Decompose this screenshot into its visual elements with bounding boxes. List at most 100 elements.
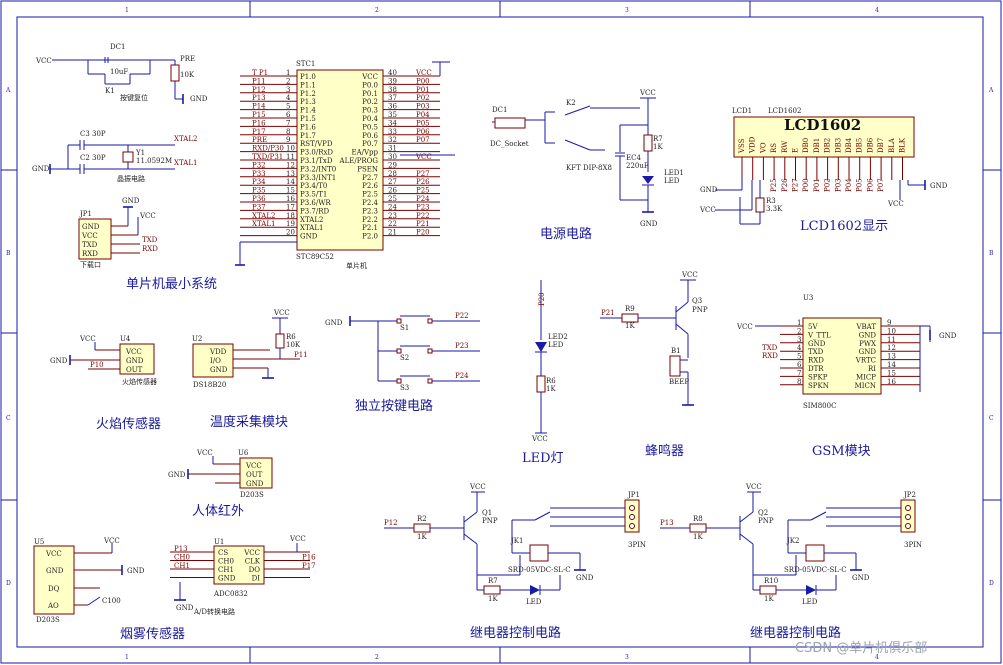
lcd-pin-name: DB6	[866, 137, 874, 153]
mcu-net-label: P13	[252, 94, 266, 102]
mcu-net-label: T P1	[252, 69, 268, 77]
lcd-pin-name: DB3	[834, 138, 842, 153]
key-net: P24	[455, 372, 469, 380]
relay-label: R2	[417, 515, 427, 523]
gsm-pin-number: 16	[887, 378, 896, 386]
svg-text:BEEP: BEEP	[669, 378, 689, 386]
svg-text:DS18B20: DS18B20	[193, 381, 226, 389]
svg-text:VCC: VCC	[79, 335, 96, 343]
mcu-pin-number: 38	[388, 86, 397, 94]
mcu-pin-number: 36	[388, 103, 397, 111]
relay-jp-pin	[629, 523, 635, 529]
section-temp: 温度采集模块	[210, 414, 288, 430]
key-ref: S1	[400, 324, 409, 332]
mcu-pin-name: P0.1	[362, 90, 378, 98]
svg-text:XTAL1: XTAL1	[174, 159, 197, 167]
svg-text:VCC: VCC	[35, 57, 52, 65]
lcd-net-label: P26	[781, 178, 789, 192]
pir-sensor: U6 VCC OUT GND VCC GND D203S	[168, 449, 273, 499]
svg-text:GND: GND	[700, 186, 718, 194]
led-circuit: P20 LED2 LED R6 1K VCC	[531, 280, 568, 443]
mcu-pin-number: 3	[286, 86, 290, 94]
svg-text:GND: GND	[930, 182, 948, 190]
gsm-pin-number: 11	[887, 336, 896, 344]
svg-text:DC1: DC1	[110, 43, 125, 51]
key-contact	[427, 348, 433, 354]
svg-text:GND: GND	[46, 567, 64, 575]
adc-pin-name: DO	[249, 566, 261, 574]
mcu-net-label: P35	[252, 187, 266, 195]
mcu-pin-number: 21	[388, 229, 397, 237]
svg-text:GND: GND	[122, 197, 140, 205]
svg-text:GND: GND	[210, 366, 228, 374]
relay-label: JP2	[903, 491, 916, 499]
svg-text:TXD: TXD	[82, 241, 98, 249]
svg-text:VCC: VCC	[289, 535, 306, 543]
svg-text:GND: GND	[246, 480, 264, 488]
mcu-pin-name: P2.1	[362, 224, 378, 232]
mcu-pin-number: 23	[388, 212, 397, 220]
svg-text:VCC: VCC	[273, 309, 290, 317]
mcu-pin-name: P2.2	[362, 216, 378, 224]
svg-text:GND: GND	[127, 567, 145, 575]
key-contact	[396, 318, 402, 324]
gsm-pin-name: RXD	[808, 357, 824, 365]
gsm-pin-name: GND	[859, 331, 877, 339]
svg-text:VCC: VCC	[125, 348, 142, 356]
relay-label: 1K	[417, 533, 427, 541]
svg-text:10K: 10K	[286, 341, 301, 349]
mcu-pin-number: 31	[388, 145, 397, 153]
svg-text:PRE: PRE	[180, 55, 195, 63]
lcd-pin-name: RW	[781, 140, 789, 153]
mcu-pin-number: 28	[388, 170, 397, 178]
mcu-net-label: P17	[252, 128, 266, 136]
mcu-net-label: P34	[252, 178, 266, 186]
section-pir: 人体红外	[192, 503, 244, 519]
gsm-pin-name: SPKP	[808, 373, 828, 381]
lcd-net-label: P05	[856, 178, 864, 192]
svg-text:VCC: VCC	[45, 550, 62, 558]
svg-text:A: A	[988, 87, 994, 94]
gsm-pin-number: 6	[797, 361, 802, 369]
svg-text:XTAL2: XTAL2	[174, 135, 197, 143]
mcu-pin-name: P0.2	[362, 98, 378, 106]
svg-text:C100: C100	[102, 597, 121, 605]
mcu-net-label: XTAL1	[252, 220, 275, 228]
relay-wire	[739, 533, 754, 545]
svg-text:VCC: VCC	[887, 200, 904, 208]
svg-text:GND: GND	[640, 220, 658, 228]
mcu-net-label: PRE	[252, 136, 267, 144]
mcu-net-label: P02	[416, 94, 430, 102]
svg-text:GND: GND	[82, 223, 100, 231]
svg-text:AO: AO	[47, 602, 59, 610]
mcu-net-label: P22	[416, 212, 430, 220]
relay-coil	[529, 544, 549, 562]
svg-text:4: 4	[875, 654, 879, 661]
relay-net: P13	[660, 519, 674, 527]
mcu-pin-name: XTAL1	[300, 224, 323, 232]
relay-label: PNP	[482, 517, 498, 525]
mcu-pin-name: RST/VPD	[300, 140, 333, 148]
mcu-net-label: P25	[416, 187, 430, 195]
svg-text:B: B	[989, 250, 994, 257]
svg-text:GND: GND	[325, 319, 343, 327]
zone-row-c: C	[6, 415, 11, 422]
svg-text:VCC: VCC	[681, 271, 698, 279]
mcu-pin-number: 30	[388, 153, 397, 161]
mcu-pin-number: 37	[388, 94, 397, 102]
svg-text:U3: U3	[803, 294, 813, 302]
svg-text:GND: GND	[939, 332, 957, 340]
crystal-circuit: GND C3 30P C2 30P Y1 11.0592M 晶振电路 XTAL2…	[32, 130, 197, 183]
svg-text:1: 1	[125, 654, 129, 661]
mcu-pin-number: 25	[388, 195, 397, 203]
svg-text:P20: P20	[538, 292, 546, 306]
svg-text:A/D转换电路: A/D转换电路	[193, 607, 235, 616]
relay-jp-pin	[905, 523, 911, 529]
relay-label: LED	[802, 598, 818, 606]
lcd-pin-name: VO	[759, 142, 767, 154]
svg-text:10uF: 10uF	[110, 68, 128, 76]
mcu-pin-number: 35	[388, 111, 397, 119]
mcu-pin-number: 20	[286, 229, 295, 237]
